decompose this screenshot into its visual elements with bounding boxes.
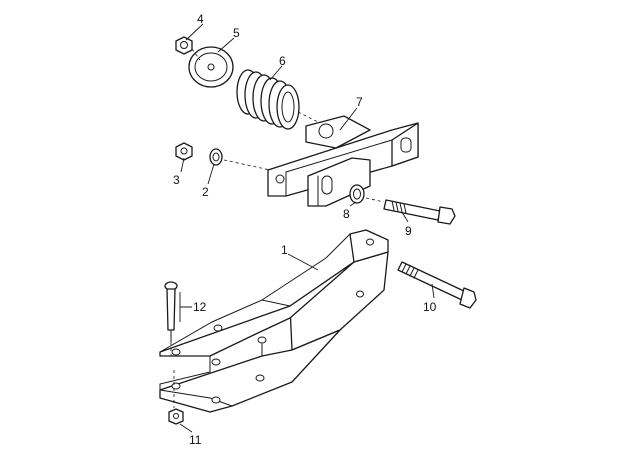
part-3-nut [175, 142, 193, 161]
callout-7: 7 [356, 95, 363, 109]
part-4-nut [175, 36, 193, 55]
callout-12: 12 [193, 300, 207, 314]
callout-11: 11 [189, 433, 202, 447]
callout-6: 6 [279, 54, 286, 68]
callout-2: 2 [202, 185, 209, 199]
callout-3: 3 [173, 173, 180, 187]
part-11-nut [168, 408, 184, 425]
callout-8: 8 [343, 207, 350, 221]
part-7-bracket [267, 115, 419, 207]
callout-4: 4 [197, 12, 204, 26]
part-8-bushing [349, 184, 365, 204]
leader-lines [179, 23, 435, 433]
part-10-bolt [397, 261, 477, 309]
part-6-spring [236, 69, 300, 130]
callout-1: 1 [281, 243, 288, 257]
part-9-bolt [383, 199, 456, 225]
part-5-washer [188, 46, 234, 88]
callout-9: 9 [405, 224, 412, 238]
part-1-mounting-plate [159, 229, 389, 413]
callout-5: 5 [233, 26, 240, 40]
part-2-washer [209, 148, 223, 166]
part-12-pin [164, 281, 178, 343]
callout-10: 10 [423, 300, 437, 314]
